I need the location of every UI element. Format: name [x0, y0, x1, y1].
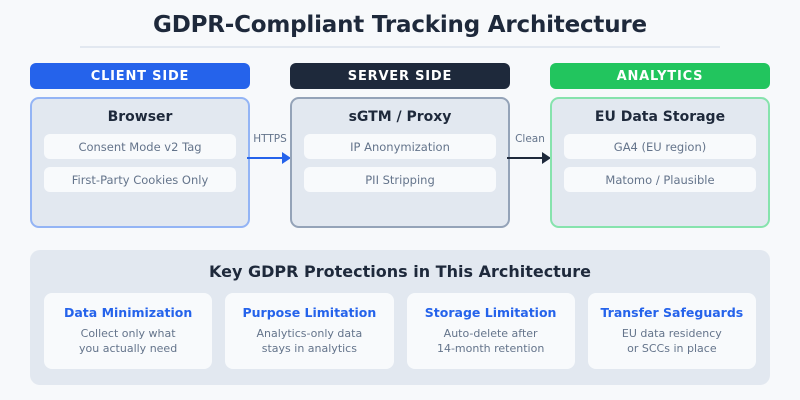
- panel-title-eu-data-storage: EU Data Storage: [594, 109, 726, 125]
- protection-card-purpose-limitation: Purpose Limitation Analytics-only data s…: [225, 293, 394, 369]
- pill-pii-stripping: PII Stripping: [304, 167, 496, 192]
- card-description-line-2: or SCCs in place: [627, 342, 717, 355]
- protections-card-list: Data Minimization Collect only what you …: [44, 293, 756, 369]
- card-description: Auto-delete after 14-month retention: [437, 327, 544, 357]
- column-server-side: SERVER SIDE sGTM / Proxy IP Anonymizatio…: [290, 63, 510, 228]
- card-description: Collect only what you actually need: [79, 327, 177, 357]
- column-analytics: ANALYTICS EU Data Storage GA4 (EU region…: [550, 63, 770, 228]
- pill-ga4-eu-region: GA4 (EU region): [564, 134, 756, 159]
- connector-line-https: [247, 157, 283, 159]
- column-client-side: CLIENT SIDE Browser Consent Mode v2 Tag …: [30, 63, 250, 228]
- pill-first-party-cookies: First-Party Cookies Only: [44, 167, 236, 192]
- pill-consent-mode: Consent Mode v2 Tag: [44, 134, 236, 159]
- title-divider: [80, 46, 720, 48]
- card-description-line-2: stays in analytics: [261, 342, 357, 355]
- card-description: Analytics-only data stays in analytics: [257, 327, 363, 357]
- panel-browser: Browser Consent Mode v2 Tag First-Party …: [30, 97, 250, 228]
- card-title: Transfer Safeguards: [600, 305, 744, 321]
- card-description-line-1: EU data residency: [621, 327, 722, 341]
- connector-client-to-server: HTTPS: [247, 133, 293, 179]
- protection-card-transfer-safeguards: Transfer Safeguards EU data residency or…: [587, 293, 756, 369]
- panel-title-sgtm-proxy: sGTM / Proxy: [348, 109, 452, 125]
- column-header-analytics: ANALYTICS: [550, 63, 770, 89]
- arrow-head-icon: [282, 152, 291, 164]
- connector-label-https: HTTPS: [253, 133, 287, 145]
- card-title: Purpose Limitation: [242, 305, 377, 321]
- pill-matomo-plausible: Matomo / Plausible: [564, 167, 756, 192]
- protections-panel: Key GDPR Protections in This Architectur…: [30, 250, 770, 385]
- panel-title-browser: Browser: [107, 109, 173, 125]
- card-description-line-1: Auto-delete after: [443, 327, 538, 341]
- protection-card-storage-limitation: Storage Limitation Auto-delete after 14-…: [406, 293, 575, 369]
- card-title: Storage Limitation: [424, 305, 557, 321]
- card-title: Data Minimization: [64, 305, 193, 321]
- architecture-flow: CLIENT SIDE Browser Consent Mode v2 Tag …: [0, 63, 800, 228]
- card-description: EU data residency or SCCs in place: [622, 327, 722, 357]
- connector-line-clean: [507, 157, 543, 159]
- card-description-line-2: you actually need: [79, 342, 178, 355]
- panel-eu-data-storage: EU Data Storage GA4 (EU region) Matomo /…: [550, 97, 770, 228]
- panel-sgtm-proxy: sGTM / Proxy IP Anonymization PII Stripp…: [290, 97, 510, 228]
- page-title: GDPR-Compliant Tracking Architecture: [153, 12, 647, 38]
- card-description-line-1: Collect only what: [80, 327, 176, 341]
- column-header-server-side: SERVER SIDE: [290, 63, 510, 89]
- pill-ip-anonymization: IP Anonymization: [304, 134, 496, 159]
- card-description-line-1: Analytics-only data: [256, 327, 363, 341]
- connector-label-clean: Clean: [515, 133, 545, 145]
- column-header-client-side: CLIENT SIDE: [30, 63, 250, 89]
- connector-server-to-analytics: Clean: [507, 133, 553, 179]
- protections-title: Key GDPR Protections in This Architectur…: [209, 262, 591, 281]
- protection-card-data-minimization: Data Minimization Collect only what you …: [44, 293, 213, 369]
- card-description-line-2: 14-month retention: [436, 342, 545, 355]
- arrow-head-icon: [542, 152, 551, 164]
